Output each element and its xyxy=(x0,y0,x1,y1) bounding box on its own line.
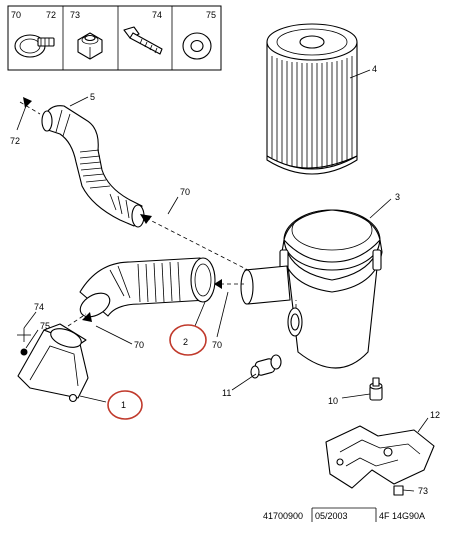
washer-icon xyxy=(182,32,212,60)
callout-3: 3 xyxy=(395,192,400,202)
callout-73: 73 xyxy=(418,486,428,496)
header-fastener-row: 70 72 73 74 75 xyxy=(7,5,222,71)
footer-reference: 41700900 05/2003 4F 14G90A xyxy=(263,507,425,522)
assembly-lines xyxy=(19,97,297,327)
square-nut-73 xyxy=(393,485,404,496)
header-ref-74: 74 xyxy=(152,10,162,20)
callout-70-upper: 70 xyxy=(180,187,190,197)
valve-part-10 xyxy=(369,377,383,401)
duct-fasteners xyxy=(17,328,31,356)
bolt-icon xyxy=(123,26,163,55)
callout-1: 1 xyxy=(121,400,126,410)
header-ref-73: 73 xyxy=(70,10,80,20)
footer-code: 41700900 xyxy=(263,511,303,521)
callout-labels: 5 4 3 72 70 70 70 74 75 2 1 11 10 12 73 xyxy=(10,64,440,496)
callout-4: 4 xyxy=(372,64,377,74)
header-ref-70: 70 xyxy=(11,10,21,20)
leader-lines xyxy=(16,69,429,492)
filter-element-part xyxy=(266,23,358,175)
callout-70-duct: 70 xyxy=(134,340,144,350)
callout-10: 10 xyxy=(328,396,338,406)
hex-nut-icon xyxy=(77,32,103,60)
callout-72: 72 xyxy=(10,136,20,146)
callout-2: 2 xyxy=(183,337,188,347)
callout-75: 75 xyxy=(40,321,50,331)
highlight-rings xyxy=(107,324,207,420)
upper-hose-ribs xyxy=(55,109,130,219)
callout-5: 5 xyxy=(90,92,95,102)
upper-hose-part xyxy=(41,105,145,228)
hose-clamp-icon xyxy=(14,34,55,58)
callout-74: 74 xyxy=(34,302,44,312)
header-ref-75: 75 xyxy=(206,10,216,20)
footer-ref: 4F 14G90A xyxy=(379,511,425,521)
inlet-duct-part xyxy=(17,323,89,403)
callout-70-housing: 70 xyxy=(212,340,222,350)
lower-hose-ribs xyxy=(109,261,181,303)
lower-hose-part xyxy=(79,257,216,318)
bracket-part-12 xyxy=(325,425,435,496)
highlight-ring-1 xyxy=(107,390,143,420)
filter-pleats xyxy=(271,56,353,170)
callout-12: 12 xyxy=(430,410,440,420)
air-filter-housing-part xyxy=(240,209,383,369)
callout-11: 11 xyxy=(222,388,231,398)
footer-date: 05/2003 xyxy=(315,511,348,521)
highlight-ring-2 xyxy=(169,324,207,356)
header-ref-72: 72 xyxy=(46,10,56,20)
sensor-part-11 xyxy=(250,354,282,379)
